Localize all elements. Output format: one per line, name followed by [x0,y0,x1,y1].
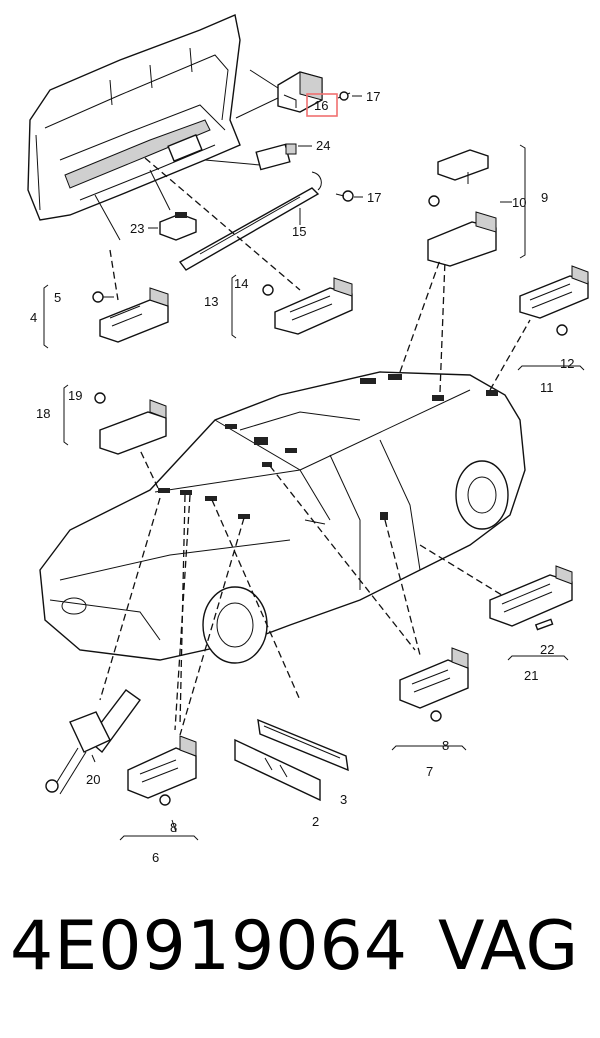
callout-6: 6 [152,850,159,865]
lamp-assembly-13 [231,274,353,339]
callout-22: 22 [540,642,554,657]
callout-7: 7 [426,764,433,779]
callout-17-top: 17 [366,89,380,104]
lamp-assembly-7 [391,647,469,751]
callout-23: 23 [130,221,144,236]
part-16-switch [235,69,323,119]
door-panel [27,14,261,241]
callout-17-lower: 17 [367,190,381,205]
callout-13: 13 [204,294,218,309]
callout-14: 14 [234,276,248,291]
car-body [39,371,526,664]
callout-20: 20 [86,772,100,787]
lamp-assembly-9 [427,144,526,267]
callout-3: 3 [340,792,347,807]
part-24-plug [255,143,312,171]
part-16-highlight [306,93,338,117]
callout-4: 4 [30,310,37,325]
part-2-cover [234,738,321,802]
leader-lines [99,157,531,736]
lamp-assembly-4 [43,284,169,349]
lamp-assembly-6 [119,735,199,841]
lamp-assembly-18 [63,384,167,455]
callout-24: 24 [316,138,330,153]
wire [311,171,322,191]
callout-15: 15 [292,224,306,239]
part-17-screw-lower [335,190,363,202]
callout-10: 10 [512,195,526,210]
part-23-connector [159,212,197,241]
callout-2: 2 [312,814,319,829]
callout-8-right: 8 [442,738,449,753]
callout-11: 11 [540,380,554,395]
callout-16: 16 [314,98,328,113]
callout-12: 12 [560,356,574,371]
callout-19: 19 [68,388,82,403]
lamp-assembly-21 [489,565,573,661]
callout-9: 9 [541,190,548,205]
brand-label: VAG [438,907,579,986]
callout-8-left: 8 [170,820,177,835]
lamp-markers [158,374,498,520]
part-3-lens-strip [257,718,349,772]
part-15-strip [178,187,320,271]
callout-18: 18 [36,406,50,421]
lamp-assembly-11 [517,265,589,371]
part-number: 4E0919064 [10,907,409,986]
callout-21: 21 [524,668,538,683]
callout-5: 5 [54,290,61,305]
part-20-handle [45,689,141,795]
part-17-screw-top [337,91,362,101]
